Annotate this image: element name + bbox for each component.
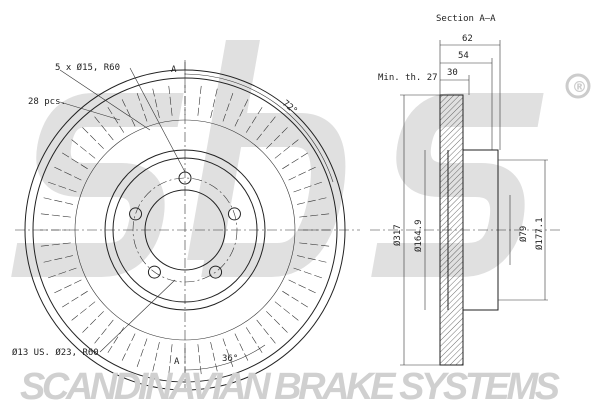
dim-d79: Ø79 <box>518 226 529 242</box>
registered-mark: ® <box>572 78 587 96</box>
registered-mark-icon <box>565 73 591 99</box>
cooling-vane <box>168 344 173 378</box>
cooling-vane <box>245 327 264 356</box>
cooling-vane <box>288 165 319 181</box>
cooling-vane <box>266 125 290 149</box>
section-marker-bottom: A <box>174 357 180 367</box>
cooling-vane <box>299 242 333 247</box>
cooling-vane <box>59 151 88 170</box>
cooling-vane <box>92 319 114 346</box>
bolt-hole <box>147 265 161 279</box>
cooling-vane <box>293 180 325 193</box>
brand-watermark-text: SCANDINAVIAN BRAKE SYSTEMS <box>20 366 560 400</box>
cooling-vane <box>222 338 235 370</box>
cooling-vane <box>288 279 319 295</box>
cooling-vane <box>274 137 301 159</box>
cooling-vane <box>297 255 330 264</box>
cooling-vane <box>210 342 219 375</box>
cooling-vane <box>120 96 136 127</box>
cooling-vane <box>234 333 250 364</box>
cooling-vane <box>37 213 71 218</box>
bolt-hole-label: 5 x Ø15, R60 <box>55 62 120 73</box>
disc-front-view <box>15 60 360 391</box>
cooling-vane <box>69 301 96 323</box>
dim-d317: Ø317 <box>392 224 403 246</box>
cooling-vane <box>120 333 136 364</box>
cooling-vane <box>80 125 104 149</box>
bolt-hole <box>209 265 223 279</box>
cooling-vane <box>299 213 333 218</box>
cooling-vane <box>69 137 96 159</box>
cooling-vane <box>297 196 330 205</box>
cooling-vane <box>51 165 82 181</box>
cooling-vane <box>274 301 301 323</box>
min-thickness-label: Min. th. 27 <box>378 73 438 83</box>
hole-spec-label: Ø13 US. Ø23, R60 <box>12 347 99 358</box>
vane-count-label: 28 pcs. <box>28 97 66 107</box>
cooling-vane <box>92 114 114 141</box>
cooling-vane <box>282 151 311 170</box>
dim-62: 62 <box>462 34 473 44</box>
cooling-vane <box>210 85 219 118</box>
cooling-vane <box>245 104 264 133</box>
cooling-vane <box>51 279 82 295</box>
cooling-vane <box>234 96 250 127</box>
cooling-vane <box>256 114 278 141</box>
cooling-vane <box>266 311 290 335</box>
bolt-hole <box>129 207 143 221</box>
disc-section-view <box>370 40 560 366</box>
cooling-vane <box>37 242 71 247</box>
cooling-vane <box>40 255 73 264</box>
cooling-vane <box>45 267 77 280</box>
cooling-vane <box>135 338 148 370</box>
cooling-vane <box>282 290 311 309</box>
dim-d164-9: Ø164.9 <box>413 219 424 252</box>
cooling-vane <box>168 82 173 116</box>
cooling-vane <box>293 267 325 280</box>
section-marker-top: A <box>171 65 177 75</box>
cooling-vane <box>197 82 202 116</box>
cooling-vane <box>151 85 160 118</box>
cooling-vane <box>59 290 88 309</box>
cooling-vane <box>45 180 77 193</box>
dim-30: 30 <box>447 68 458 78</box>
cooling-vane <box>222 90 235 122</box>
section-title: Section A–A <box>436 14 496 24</box>
bolt-hole <box>227 207 241 221</box>
cooling-vane <box>80 311 104 335</box>
dim-d177-1: Ø177.1 <box>534 217 545 250</box>
cooling-vane <box>151 342 160 375</box>
cooling-vane <box>256 319 278 346</box>
cooling-vane <box>40 196 73 205</box>
angle-36-label: 36° <box>222 354 238 364</box>
cooling-vane <box>135 90 148 122</box>
dim-54: 54 <box>458 51 469 61</box>
cooling-vane <box>197 344 202 378</box>
